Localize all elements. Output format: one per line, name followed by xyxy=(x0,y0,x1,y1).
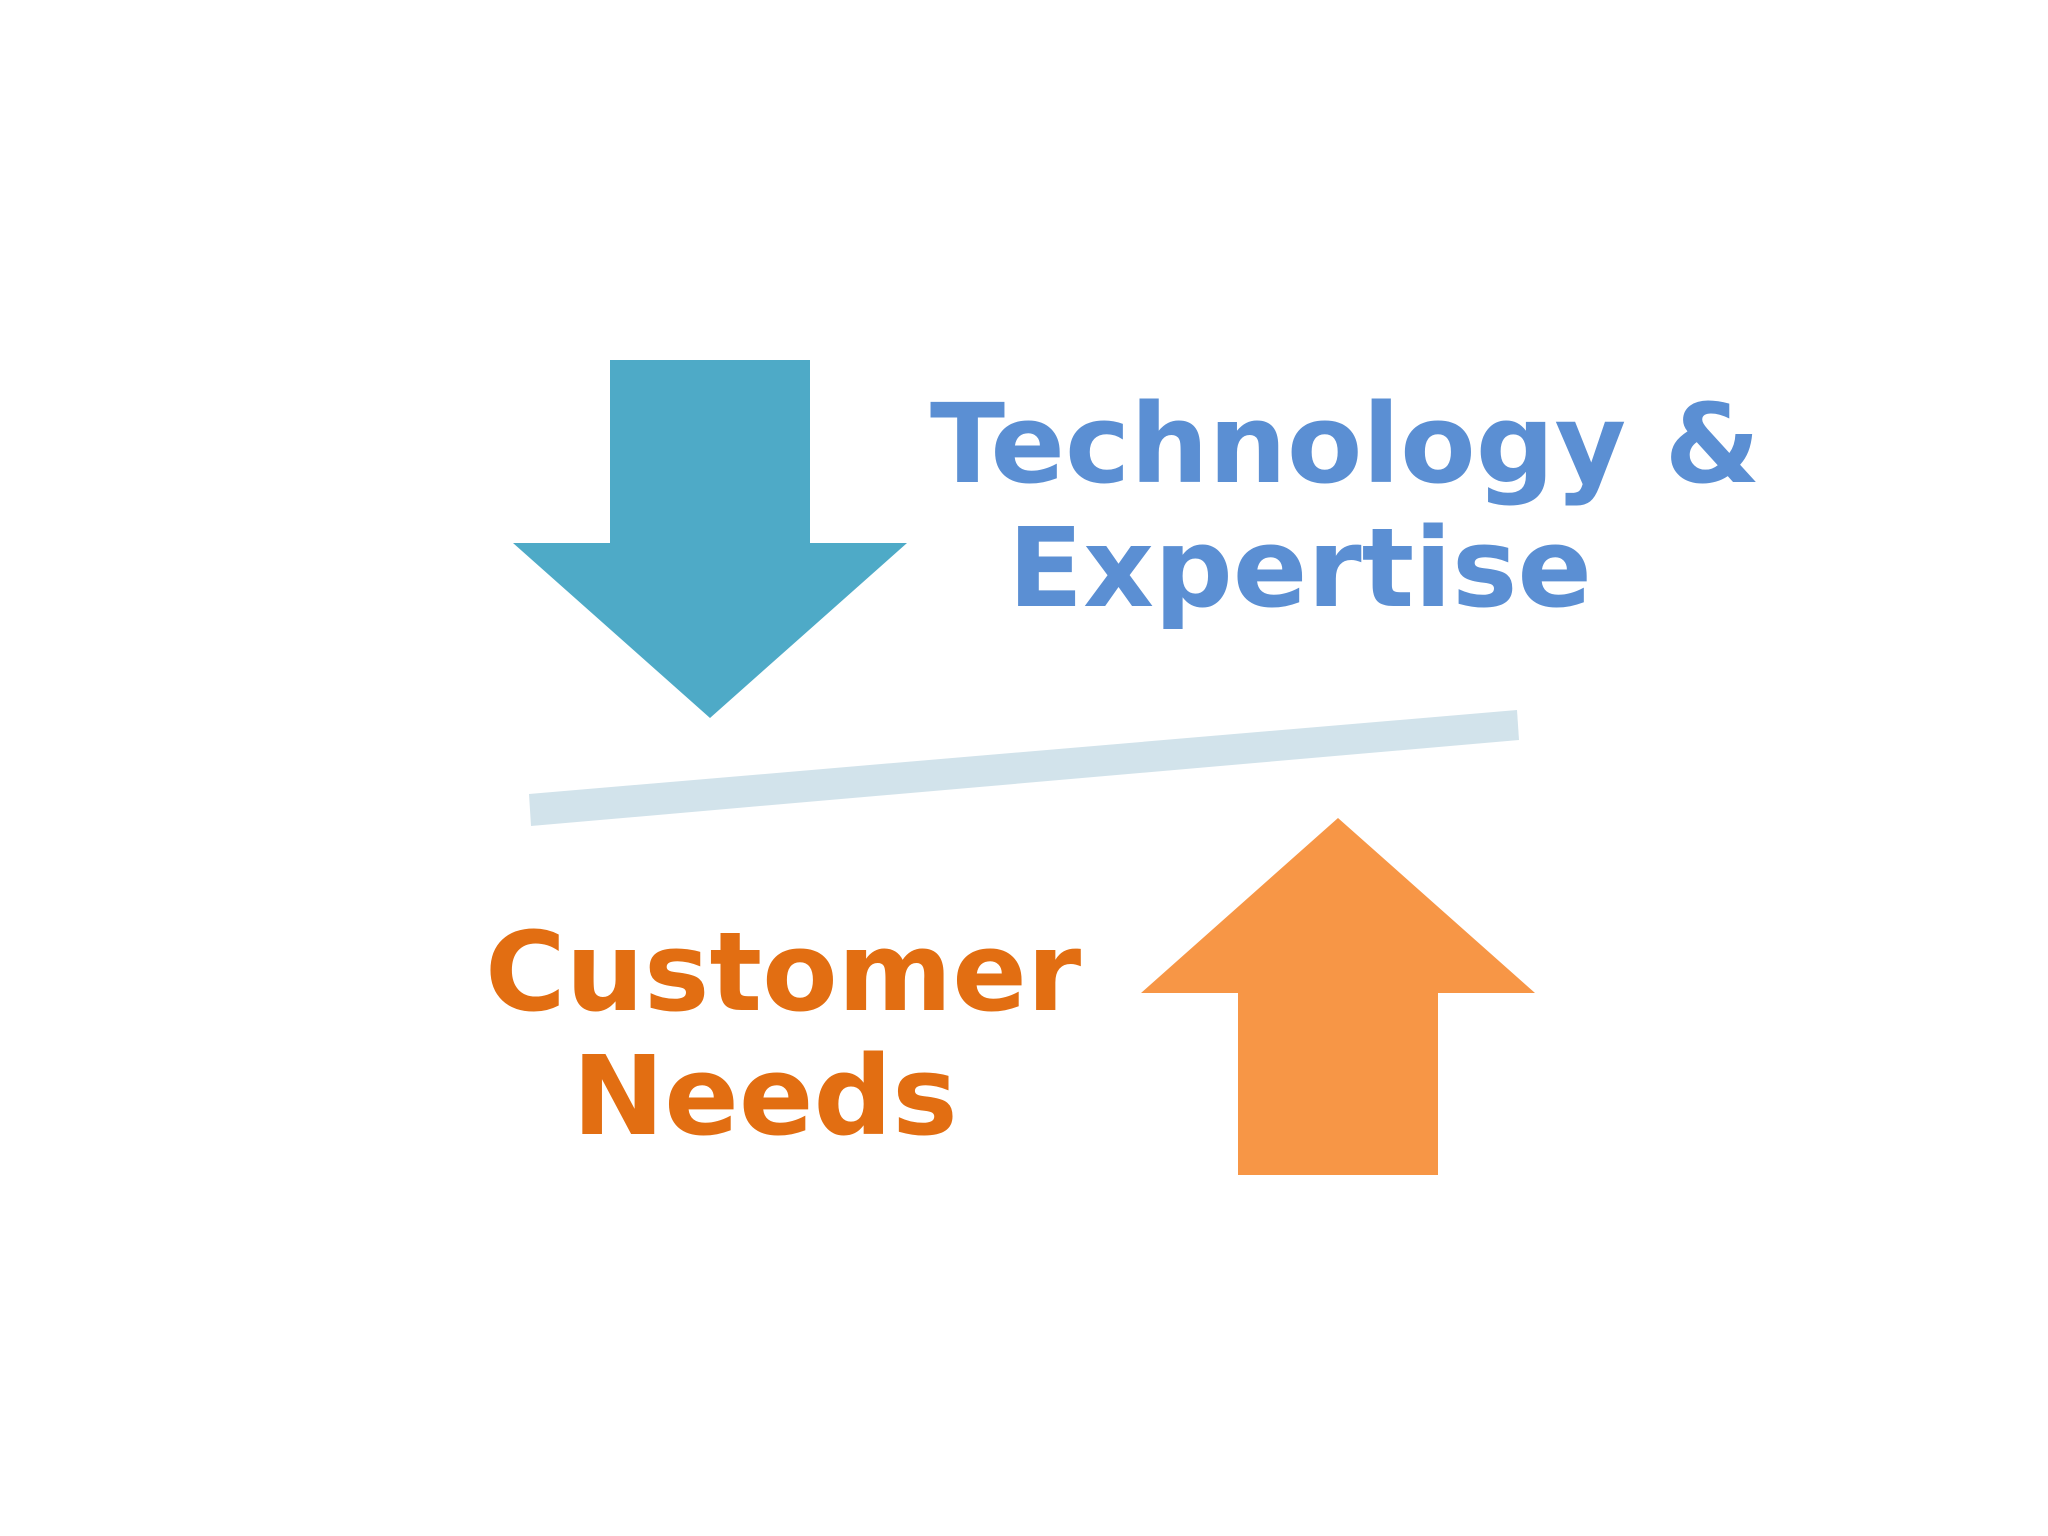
customer-label-line1: Customer xyxy=(485,908,1082,1036)
balance-bar xyxy=(529,710,1519,826)
technology-label-line1: Technology & xyxy=(930,380,1761,508)
customer-label-line2: Needs xyxy=(572,1032,958,1160)
customer-needs-label: Customer Needs xyxy=(485,908,1082,1160)
arrow-down-icon xyxy=(513,360,907,718)
technology-label-line2: Expertise xyxy=(1007,504,1593,632)
arrow-up-icon xyxy=(1141,818,1535,1175)
technology-expertise-label: Technology & Expertise xyxy=(930,380,1761,632)
